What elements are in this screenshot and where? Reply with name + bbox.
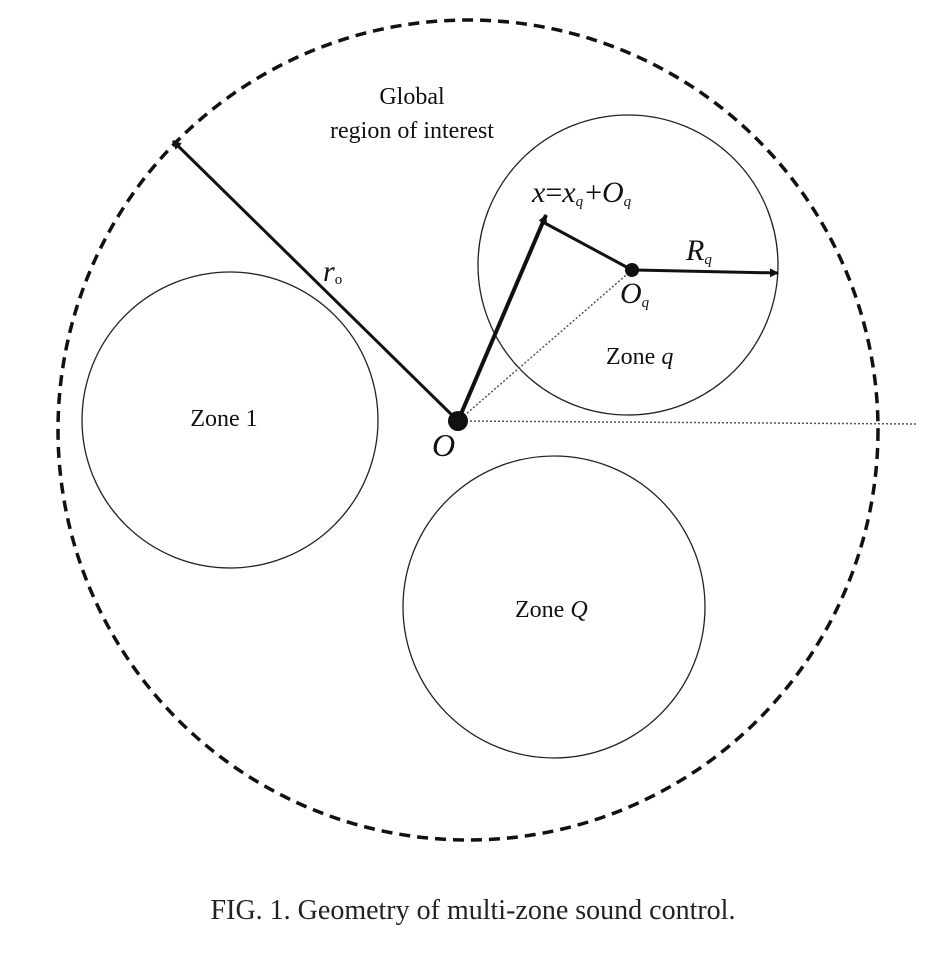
- figure-caption: FIG. 1. Geometry of multi-zone sound con…: [210, 895, 736, 926]
- zone-Q-label: Zone Q: [515, 597, 588, 623]
- Rq-radius-arrow: [631, 268, 779, 278]
- Rq-label: Rq: [685, 234, 712, 268]
- zone-q-circle: [477, 114, 779, 416]
- global-region-label-line1: Global: [379, 84, 445, 110]
- zone-Q-label-var: Q: [570, 597, 587, 623]
- eq-xq-main: x: [561, 176, 576, 209]
- r0-sub: o: [335, 272, 343, 288]
- eq-Oq-sub: q: [624, 194, 632, 210]
- global-region-label-line2: region of interest: [330, 118, 494, 144]
- Oq-sub: q: [642, 295, 650, 311]
- r0-label: ro: [323, 255, 342, 288]
- Oq-label: Oq: [620, 277, 650, 311]
- zone-1-circle: [81, 271, 379, 569]
- global-region-circle: [56, 18, 880, 842]
- zone-Q-label-text: Zone: [515, 597, 570, 623]
- zone-Q-circle: [402, 455, 706, 759]
- zone-q-label-var: q: [661, 344, 673, 370]
- position-vector-x-arrow: [456, 214, 548, 422]
- eq-x: x: [531, 176, 546, 209]
- zone-q-label: Zone q: [606, 344, 673, 370]
- position-equation: x=xq+Oq: [531, 176, 632, 210]
- xq-vector-line: [540, 219, 633, 272]
- horizontal-reference-line: [457, 420, 919, 425]
- eq-xq-sub: q: [576, 194, 584, 210]
- Rq-sub: q: [704, 252, 712, 268]
- Rq-main: R: [685, 234, 704, 267]
- Oq-main: O: [620, 277, 642, 310]
- eq-equals: =: [545, 176, 562, 209]
- origin-label: O: [432, 427, 455, 463]
- origin-point: [448, 411, 468, 431]
- eq-Oq-main: O: [602, 176, 624, 209]
- r0-main: r: [323, 255, 335, 288]
- r0-radius-arrow: [171, 139, 460, 423]
- eq-plus: +: [585, 176, 602, 209]
- Oq-point: [625, 263, 639, 277]
- zone-1-label: Zone 1: [190, 406, 257, 432]
- zone-q-label-text: Zone: [606, 344, 661, 370]
